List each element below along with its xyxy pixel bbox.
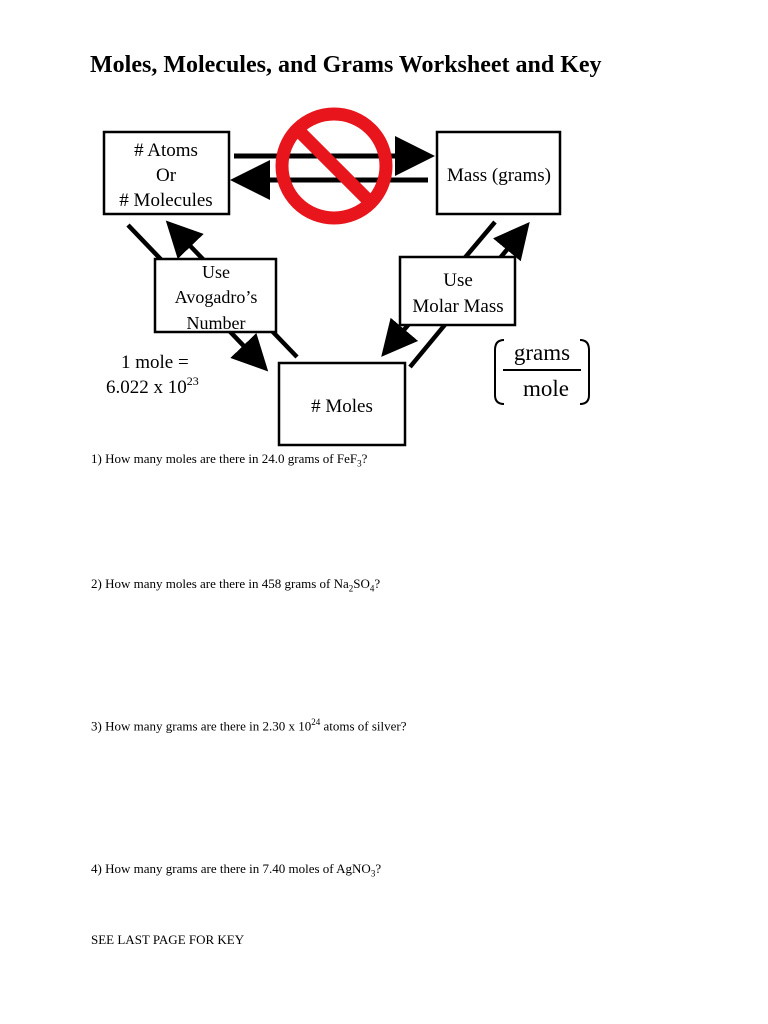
worksheet-title: Moles, Molecules, and Grams Worksheet an… [90,52,602,78]
atoms-box-line-1: # Atoms [134,140,198,161]
prohibited-icon [275,107,393,225]
molar-line-1: Use [443,270,473,291]
avogadro-line-3: Number [187,313,246,333]
moles-box-label: # Moles [311,396,373,417]
avogadro-constant: 1 mole = 6.022 x 1023 [106,352,199,398]
question-2: 2) How many moles are there in 458 grams… [91,576,381,594]
molar-line-2: Molar Mass [412,296,503,317]
fraction-denominator: mole [523,376,569,401]
mass-box-label: Mass (grams) [447,165,551,186]
mole-eq-line-2: 6.022 x 1023 [106,374,199,398]
mass-grams-box: Mass (grams) [435,130,562,216]
key-note: SEE LAST PAGE FOR KEY [91,932,245,947]
atoms-molecules-box: # Atoms Or # Molecules [102,130,231,216]
atoms-box-line-3: # Molecules [119,190,212,211]
fraction-numerator: grams [514,340,570,365]
question-4: 4) How many grams are there in 7.40 mole… [91,861,382,879]
moles-box: # Moles [277,361,407,447]
molar-mass-box: Use Molar Mass [398,255,517,327]
question-1: 1) How many moles are there in 24.0 gram… [91,451,368,469]
question-3: 3) How many grams are there in 2.30 x 10… [91,717,407,734]
avogadro-box: Use Avogadro’s Number [153,257,278,334]
molar-mass-fraction: grams mole [494,339,590,405]
conversion-diagram: # Atoms Or # Molecules Mass (grams) Use … [102,107,590,447]
avogadro-line-2: Avogadro’s [175,287,258,307]
atoms-box-line-2: Or [156,165,177,186]
mole-eq-line-1: 1 mole = [121,352,189,373]
avogadro-line-1: Use [202,262,230,282]
